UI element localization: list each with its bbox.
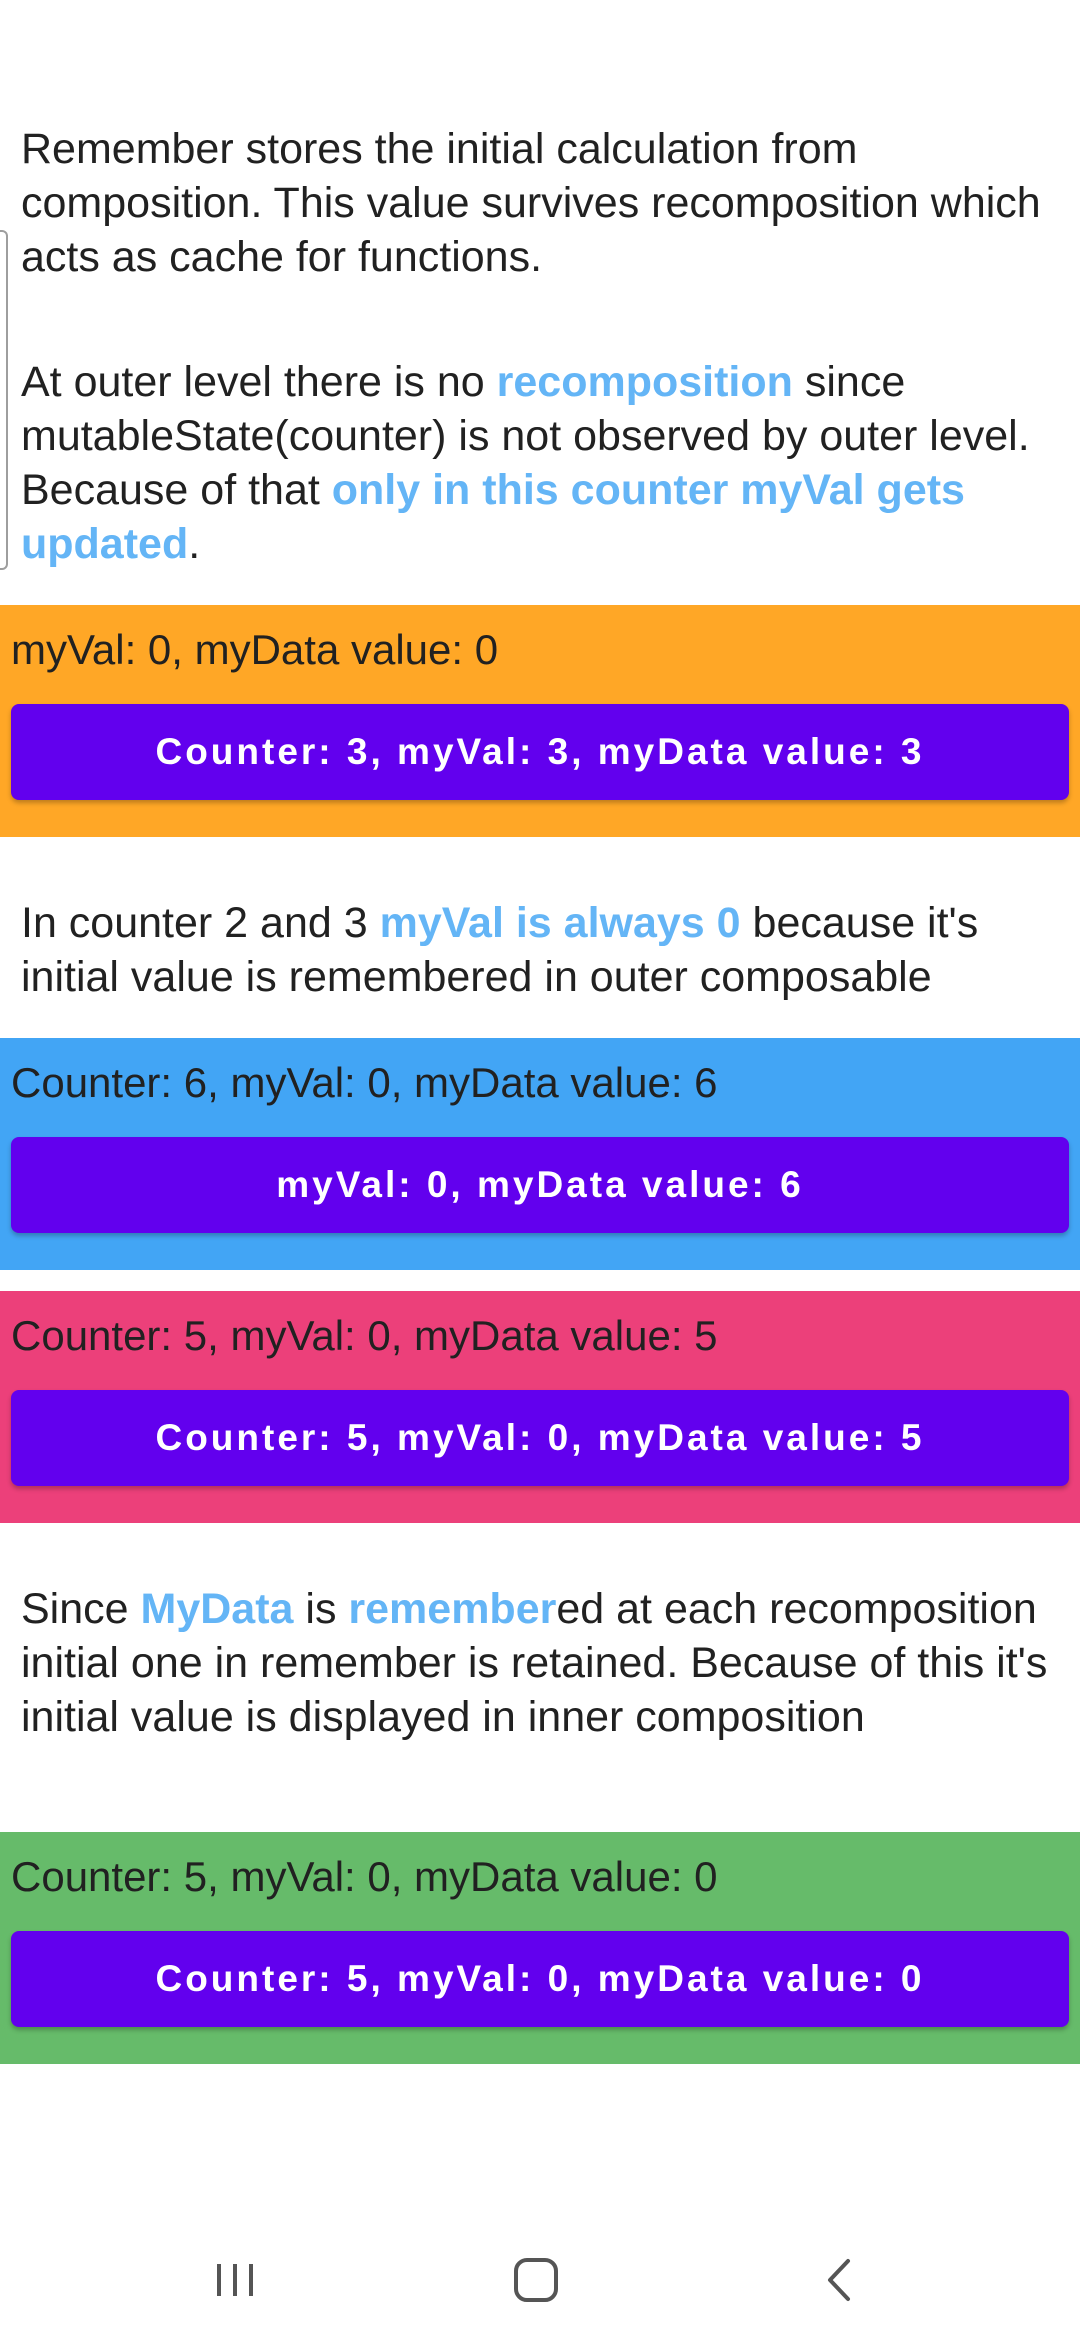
- home-icon: [514, 2258, 558, 2302]
- counter-1-button[interactable]: Counter: 3, myVal: 3, myData value: 3: [11, 704, 1069, 800]
- counter-note-text-1: In counter 2 and 3: [21, 899, 380, 947]
- scroll-indicator: [0, 230, 8, 570]
- counter-panel-2: Counter: 6, myVal: 0, myData value: 6 my…: [0, 1038, 1080, 1270]
- counter-panel-4: Counter: 5, myVal: 0, myData value: 0 Co…: [0, 1832, 1080, 2064]
- mydata-note-text-3: ed at each recomposition initial one in …: [21, 1585, 1048, 1741]
- panel-2-label: Counter: 6, myVal: 0, myData value: 6: [11, 1059, 718, 1106]
- recent-apps-button[interactable]: [175, 2240, 295, 2320]
- panel-4-label: Counter: 5, myVal: 0, myData value: 0: [11, 1853, 718, 1900]
- counter-2-button[interactable]: myVal: 0, myData value: 6: [11, 1137, 1069, 1233]
- panel-1-label: myVal: 0, myData value: 0: [11, 626, 499, 673]
- mydata-note-text-2: is: [293, 1585, 349, 1633]
- outer-note-highlight-recomposition: recomposition: [496, 358, 793, 406]
- back-button[interactable]: [780, 2240, 900, 2320]
- mydata-note-text-1: Since: [21, 1585, 141, 1633]
- mydata-note-highlight-mydata: MyData: [140, 1585, 294, 1633]
- intro-text: Remember stores the initial calculation …: [21, 125, 1041, 281]
- outer-note-text-1: At outer level there is no: [21, 358, 497, 406]
- counter-note-highlight: myVal is always 0: [379, 899, 741, 947]
- panel-3-label: Counter: 5, myVal: 0, myData value: 5: [11, 1312, 718, 1359]
- counter-3-button[interactable]: Counter: 5, myVal: 0, myData value: 5: [11, 1390, 1069, 1486]
- counter-panel-1: myVal: 0, myData value: 0 Counter: 3, my…: [0, 605, 1080, 837]
- counter-4-button[interactable]: Counter: 5, myVal: 0, myData value: 0: [11, 1931, 1069, 2027]
- counter-note: In counter 2 and 3 myVal is always 0 bec…: [21, 896, 1061, 1004]
- system-navigation-bar: [0, 2220, 1080, 2340]
- outer-note-text-2: since mutableState(counter) is not obser…: [21, 358, 1030, 514]
- outer-note-highlight-updated: only in this counter myVal gets updated: [21, 466, 965, 568]
- outer-level-note: At outer level there is no recomposition…: [21, 355, 1061, 571]
- mydata-note: Since MyData is remembered at each recom…: [21, 1582, 1061, 1744]
- outer-note-text-3: .: [188, 520, 201, 568]
- recent-apps-icon: [217, 2264, 253, 2296]
- counter-panel-3: Counter: 5, myVal: 0, myData value: 5 Co…: [0, 1291, 1080, 1523]
- home-button[interactable]: [476, 2240, 596, 2320]
- counter-note-text-2: because it's initial value is remembered…: [21, 899, 979, 1001]
- mydata-note-highlight-remember: remember: [348, 1585, 557, 1633]
- back-icon: [828, 2259, 850, 2301]
